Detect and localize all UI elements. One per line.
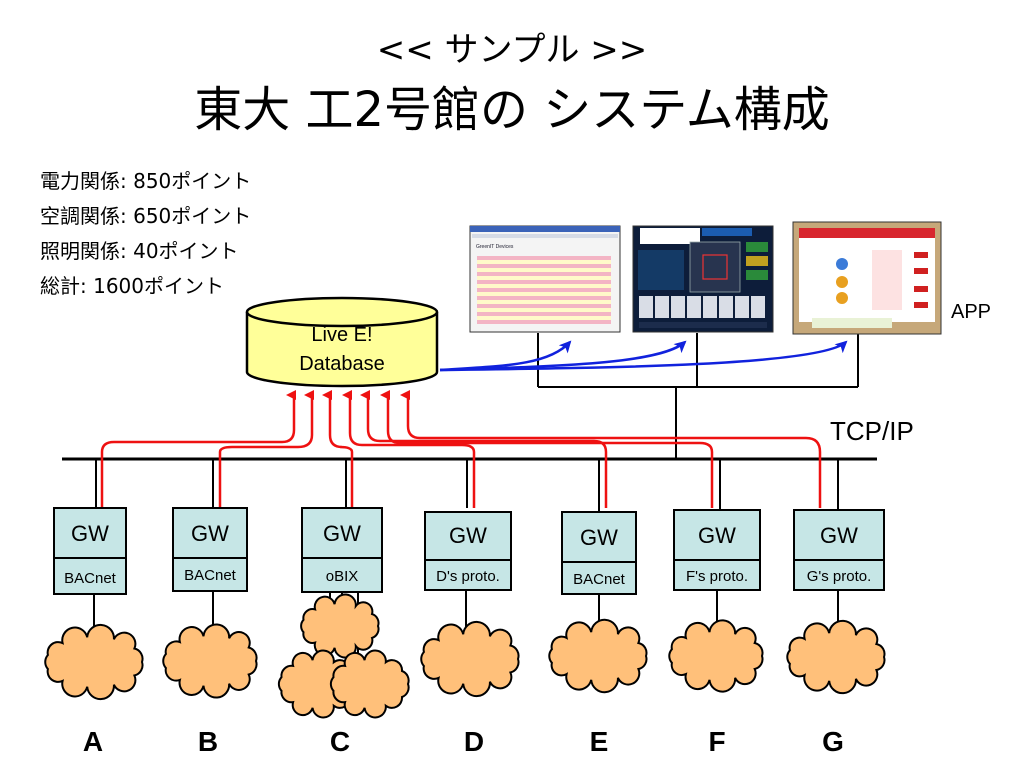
- site-label: F: [708, 726, 725, 757]
- gateway-label: GW: [191, 521, 229, 546]
- app-bus: [537, 333, 859, 459]
- site-label: B: [198, 726, 218, 757]
- site-label: D: [464, 726, 484, 757]
- stat-hvac: 空調関係: 650ポイント: [40, 204, 252, 228]
- point-stats: 電力関係: 850ポイント 空調関係: 650ポイント 照明関係: 40ポイント…: [40, 164, 251, 304]
- gateway-drops: [95, 459, 839, 512]
- gateway-label: GW: [820, 523, 858, 548]
- cloud-B: [162, 623, 258, 699]
- gateway-C: GW oBIX: [301, 507, 383, 593]
- gateway-E: GW BACnet: [561, 511, 637, 595]
- cloud-C3: [329, 649, 410, 719]
- app-screen-energy: [792, 221, 942, 335]
- gateway-G: GW G's proto.: [793, 509, 885, 591]
- gateway-protocol: BACnet: [64, 570, 117, 587]
- gateway-protocol: F's proto.: [686, 568, 748, 585]
- cloud-A: [44, 623, 144, 701]
- gateway-D: GW D's proto.: [424, 511, 512, 591]
- tcpip-label: TCP/IP: [830, 416, 914, 446]
- app-screen-web: GreenIT Devices: [469, 225, 621, 333]
- gateway-label: GW: [71, 521, 109, 546]
- device-clouds: [44, 593, 886, 719]
- database-label-1: Live E!: [311, 324, 372, 346]
- database-label-2: Database: [299, 353, 385, 375]
- gateway-B: GW BACnet: [172, 507, 248, 592]
- app-screen-floor: [632, 225, 774, 333]
- app-flow-arrows: [439, 340, 848, 372]
- cloud-F: [668, 619, 764, 693]
- gateway-protocol: oBIX: [326, 568, 359, 585]
- page-title: 東大 工2号館の システム構成: [194, 82, 830, 138]
- site-label: A: [83, 726, 103, 757]
- site-label: C: [330, 726, 350, 757]
- gateway-label: GW: [698, 523, 736, 548]
- cloud-G: [786, 619, 886, 695]
- cloud-D: [420, 620, 520, 698]
- gateway-protocol: BACnet: [184, 567, 237, 584]
- site-label: G: [822, 726, 844, 757]
- gateway-A: GW BACnet: [53, 507, 127, 595]
- app-screen-caption: GreenIT Devices: [476, 244, 514, 250]
- database-cylinder: Live E! Database: [245, 296, 439, 388]
- gateway-F: GW F's proto.: [673, 509, 761, 591]
- gateway-label: GW: [449, 523, 487, 548]
- app-label: APP: [951, 301, 991, 323]
- stat-total: 総計: 1600ポイント: [40, 274, 224, 298]
- gateway-protocol: G's proto.: [807, 568, 872, 585]
- gateway-label: GW: [580, 525, 618, 550]
- subtitle: << サンプル >>: [376, 30, 648, 70]
- cloud-C1: [300, 593, 380, 659]
- gateway-protocol: BACnet: [573, 571, 626, 588]
- gateway-label: GW: [323, 521, 361, 546]
- site-label: E: [590, 726, 609, 757]
- stat-power: 電力関係: 850ポイント: [40, 169, 252, 193]
- data-flow-arrows: [100, 390, 822, 508]
- gateway-protocol: D's proto.: [436, 568, 500, 585]
- cloud-E: [548, 618, 648, 694]
- stat-lighting: 照明関係: 40ポイント: [40, 239, 239, 263]
